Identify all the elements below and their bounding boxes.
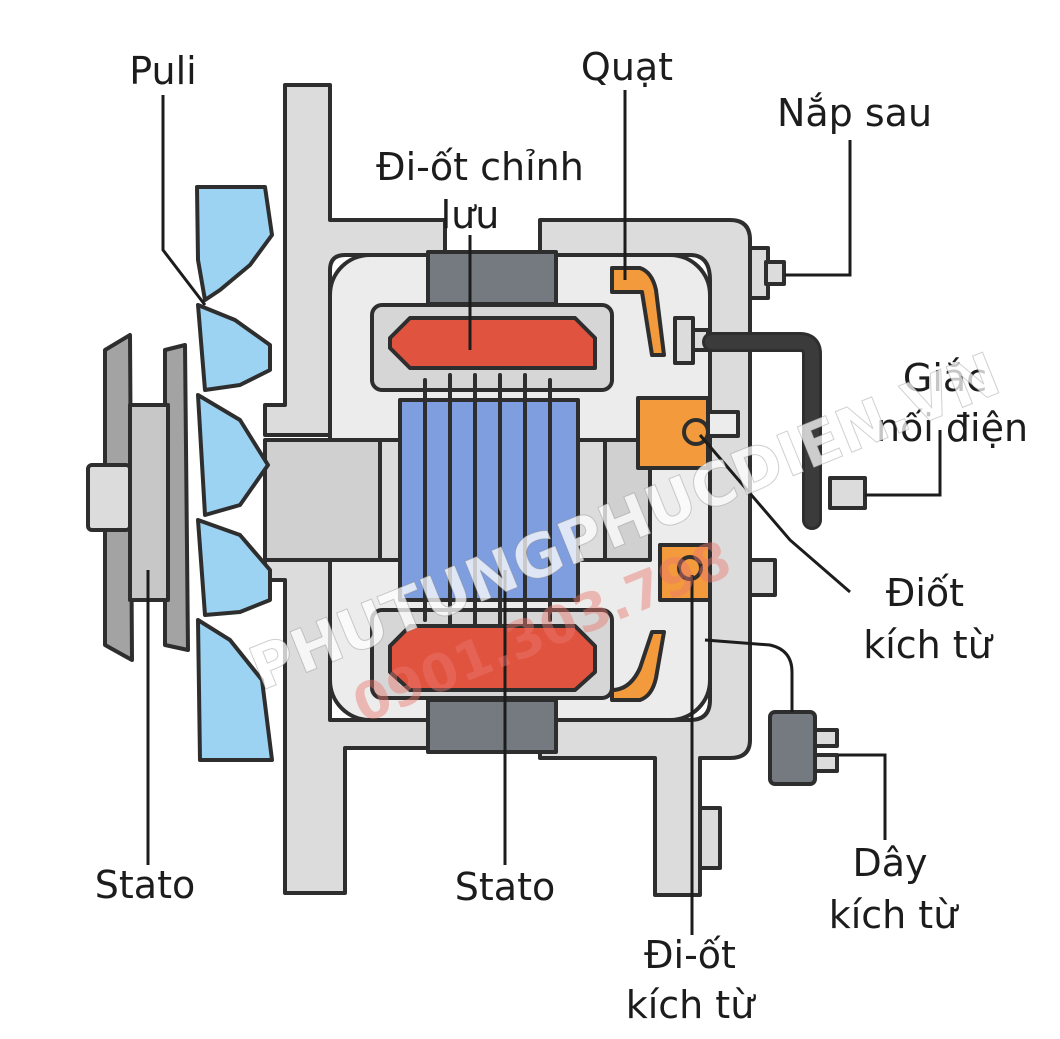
rear-stud-nut bbox=[764, 260, 786, 286]
leader-day bbox=[838, 753, 887, 840]
label-day-kich-tu-line2: kích từ bbox=[828, 893, 958, 937]
fan-strip-top bbox=[610, 266, 666, 357]
label-diot-kich-tu-bottom-line2: kích từ bbox=[625, 983, 755, 1027]
leader-field-wire bbox=[704, 638, 794, 712]
label-diot-kich-tu-right-line2: kích từ bbox=[863, 623, 992, 667]
field-wire-plug bbox=[768, 710, 817, 786]
leader-diot-kich-tu bbox=[698, 434, 851, 594]
leader-giac bbox=[865, 430, 942, 497]
fan-blade-middle bbox=[196, 393, 270, 517]
label-nap-sau: Nắp sau bbox=[776, 91, 933, 135]
fan-blade-lower bbox=[196, 518, 272, 617]
label-diot-kich-tu-right-line1: Điốt bbox=[885, 571, 965, 615]
pole-top bbox=[388, 316, 597, 370]
leader-lines bbox=[146, 90, 942, 935]
fan-blade-upper bbox=[196, 303, 272, 392]
rear-housing bbox=[538, 218, 752, 897]
leader-nap-sau bbox=[785, 140, 852, 277]
mount-lug bbox=[698, 806, 722, 870]
fan-strip-bottom bbox=[610, 630, 666, 702]
stator-core-bottom bbox=[426, 698, 558, 754]
pulley-nut bbox=[86, 463, 132, 532]
label-puli: Puli bbox=[129, 49, 197, 93]
pole-bottom bbox=[388, 624, 597, 692]
fan-blade-top bbox=[195, 185, 274, 302]
label-stato-center: Stato bbox=[454, 865, 556, 909]
leader-puli bbox=[161, 95, 207, 306]
label-giac-line1: Giắc bbox=[902, 356, 988, 400]
label-quat: Quạt bbox=[580, 45, 674, 89]
label-stato-left: Stato bbox=[94, 863, 196, 907]
label-diot-chinh-luu-line1: Đi-ốt chỉnh bbox=[376, 145, 584, 189]
label-diot-chinh-luu-line2: lưu bbox=[440, 193, 500, 237]
rear-boss bbox=[748, 558, 777, 597]
terminal-bolt bbox=[673, 316, 695, 365]
label-day-kich-tu-line1: Dây bbox=[852, 841, 928, 885]
output-terminal bbox=[828, 476, 867, 510]
stator-core-top bbox=[426, 250, 558, 306]
label-diot-kich-tu-bottom-line1: Đi-ốt bbox=[644, 933, 736, 977]
front-housing bbox=[263, 83, 447, 437]
label-giac-line2: nối điện bbox=[875, 406, 1029, 450]
fan-blade-bottom bbox=[196, 618, 274, 762]
